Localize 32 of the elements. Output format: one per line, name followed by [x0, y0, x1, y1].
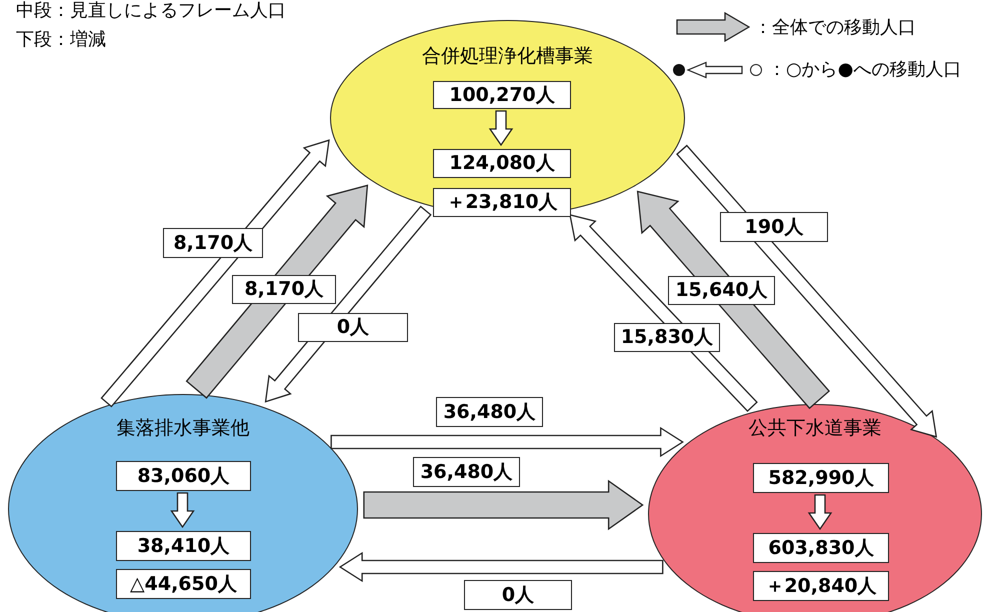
value-box: 83,060人 — [116, 461, 251, 491]
edge-label: 0人 — [464, 580, 572, 610]
edge-label: 36,480人 — [436, 397, 543, 427]
node-heading: 公共下水道事業 — [748, 419, 882, 438]
node-heading: 合併処理浄化槽事業 — [421, 47, 594, 66]
value-box: ＋20,840人 — [753, 571, 889, 601]
total-flow-arrow — [363, 480, 644, 530]
edge-label: 0人 — [298, 313, 408, 342]
value-box: △44,650人 — [116, 569, 251, 599]
edge-label: 8,170人 — [232, 275, 336, 304]
flow-arrow — [676, 144, 938, 438]
value-box: 38,410人 — [116, 531, 251, 561]
edge-label: 8,170人 — [163, 228, 263, 258]
note-text: 下段：増減 — [16, 31, 106, 49]
edge-label: 15,830人 — [614, 323, 720, 352]
value-box: 124,080人 — [433, 149, 571, 178]
edge-label: 190人 — [720, 212, 828, 242]
flow-arrow — [808, 494, 832, 530]
legend-text: ：○から●への移動人口 — [768, 58, 962, 82]
value-box: ＋23,810人 — [433, 188, 571, 217]
legend-text: ：全体での移動人口 — [754, 16, 916, 40]
flow-arrow — [170, 492, 195, 528]
flow-arrow — [488, 110, 514, 146]
value-box: 100,270人 — [433, 81, 571, 109]
note-text: 中段：見直しによるフレーム人口 — [16, 2, 286, 20]
edge-label: 36,480人 — [413, 457, 520, 487]
edge-label: 15,640人 — [668, 276, 775, 305]
flow-arrow — [338, 552, 664, 582]
value-box: 582,990人 — [753, 463, 889, 493]
flow-arrow — [330, 426, 684, 458]
node-heading: 集落排水事業他 — [116, 419, 250, 438]
value-box: 603,830人 — [753, 533, 889, 563]
